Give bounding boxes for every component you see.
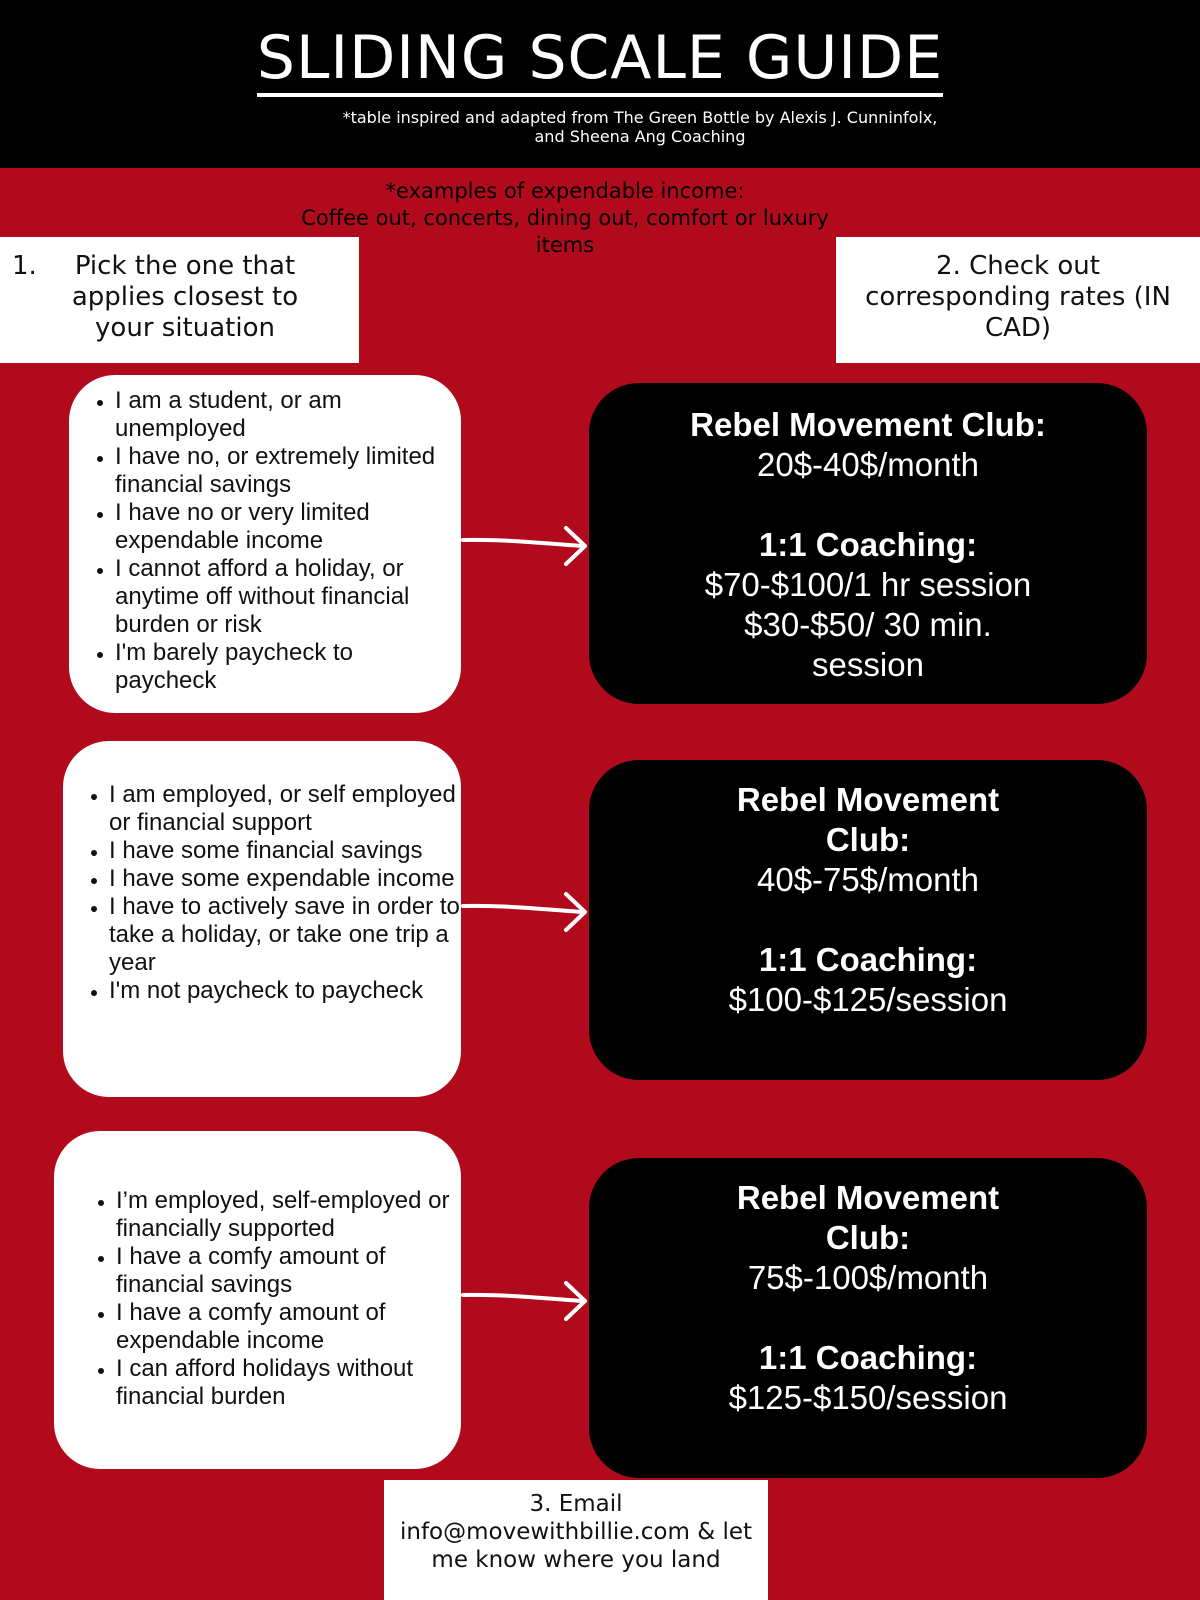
list-item: I’m employed, self-employed or financial…	[116, 1187, 461, 1243]
step-2-box: 2. Check out corresponding rates (IN CAD…	[836, 237, 1200, 363]
coaching-rate: $70-$100/1 hr session	[704, 566, 1032, 603]
situation-card-tier-2: I am employed, or self employed or finan…	[63, 741, 461, 1097]
club-heading: Rebel Movement Club:	[736, 781, 1000, 858]
club-heading: Rebel Movement Club:	[690, 406, 1046, 443]
page-title: SLIDING SCALE GUIDE	[0, 22, 1200, 97]
list-item: I have no, or extremely limited financia…	[115, 443, 461, 499]
list-item: I have a comfy amount of expendable inco…	[116, 1299, 461, 1355]
step-1-box: 1. Pick the one that applies closest to …	[0, 237, 359, 363]
step-3-text: 3. Email info@movewithbillie.com & let m…	[399, 1491, 753, 1573]
situation-list: I’m employed, self-employed or financial…	[54, 1187, 461, 1411]
list-item: I am a student, or am unemployed	[115, 387, 461, 443]
list-item: I can afford holidays without financial …	[116, 1355, 461, 1411]
situation-list: I am a student, or am unemployed I have …	[69, 387, 461, 695]
rate-box-tier-3: Rebel Movement Club: 75$-100$/month 1:1 …	[589, 1158, 1147, 1478]
list-item: I have to actively save in order to take…	[109, 893, 461, 977]
rate-box-tier-2: Rebel Movement Club: 40$-75$/month 1:1 C…	[589, 760, 1147, 1080]
coaching-heading: 1:1 Coaching:	[758, 941, 978, 978]
step-1-number: 1.	[12, 251, 37, 281]
club-rate: 40$-75$/month	[757, 861, 979, 898]
step-2-text: 2. Check out corresponding rates (IN CAD…	[865, 251, 1171, 343]
club-heading: Rebel Movement Club:	[736, 1179, 1000, 1256]
situation-card-tier-1: I am a student, or am unemployed I have …	[69, 375, 461, 713]
situation-card-tier-3: I’m employed, self-employed or financial…	[54, 1131, 461, 1469]
note-examples: Coffee out, concerts, dining out, comfor…	[301, 206, 829, 257]
list-item: I have some expendable income	[109, 865, 461, 893]
note-heading: *examples of expendable income:	[385, 179, 745, 203]
arrow-right-icon	[461, 1281, 587, 1321]
arrow-right-icon	[461, 892, 587, 932]
list-item: I have no or very limited expendable inc…	[115, 499, 461, 555]
coaching-rate: $100-$125/session	[728, 981, 1008, 1018]
step-3-email-box: 3. Email info@movewithbillie.com & let m…	[384, 1480, 768, 1600]
list-item: I am employed, or self employed or finan…	[109, 781, 461, 837]
arrow-right-icon	[461, 526, 587, 566]
list-item: I have a comfy amount of financial savin…	[116, 1243, 461, 1299]
list-item: I cannot afford a holiday, or anytime of…	[115, 555, 461, 639]
header: SLIDING SCALE GUIDE *table inspired and …	[0, 0, 1200, 168]
situation-list: I am employed, or self employed or finan…	[63, 781, 461, 1005]
club-rate: 75$-100$/month	[747, 1259, 989, 1296]
list-item: I have some financial savings	[109, 837, 461, 865]
club-rate: 20$-40$/month	[757, 446, 979, 483]
step-1-text: Pick the one that applies closest to you…	[71, 251, 299, 343]
list-item: I'm not paycheck to paycheck	[109, 977, 461, 1005]
coaching-heading: 1:1 Coaching:	[758, 526, 978, 563]
coaching-rate-short: $30-$50/ 30 min. session	[744, 606, 992, 683]
rate-box-tier-1: Rebel Movement Club: 20$-40$/month 1:1 C…	[589, 383, 1147, 704]
coaching-rate: $125-$150/session	[728, 1379, 1008, 1416]
attribution-note: *table inspired and adapted from The Gre…	[342, 108, 938, 146]
coaching-heading: 1:1 Coaching:	[758, 1339, 978, 1376]
list-item: I'm barely paycheck to paycheck	[115, 639, 461, 695]
expendable-income-note: *examples of expendable income: Coffee o…	[290, 178, 840, 259]
